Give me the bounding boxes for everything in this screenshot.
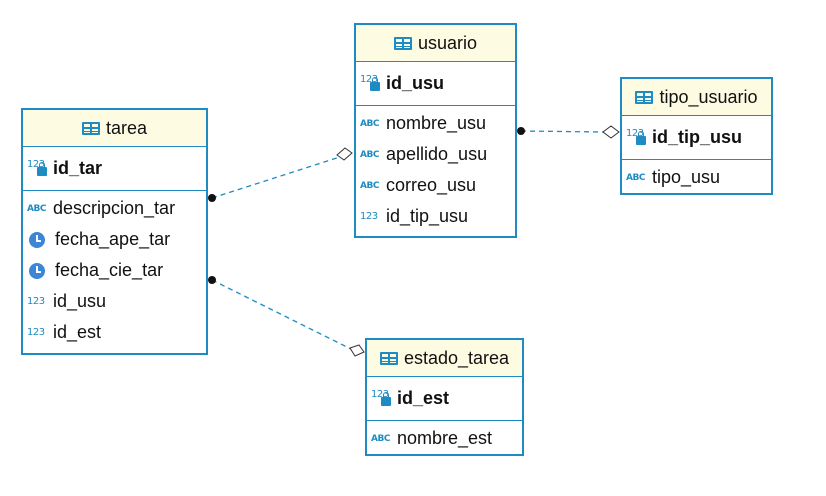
- column-name: apellido_usu: [386, 144, 488, 164]
- column-row[interactable]: 123 id_tip_usu: [360, 201, 515, 232]
- column-name: fecha_cie_tar: [55, 260, 164, 280]
- column-name: id_usu: [386, 73, 445, 93]
- text-type-icon: ABC: [360, 118, 379, 129]
- relation-tarea-usuario[interactable]: [208, 147, 353, 202]
- text-type-icon: ABC: [360, 180, 379, 191]
- number-type-icon: 123: [360, 211, 378, 222]
- column-row[interactable]: 123 id_usu: [360, 68, 515, 99]
- column-row[interactable]: 123 id_tar: [27, 153, 206, 184]
- entity-usuario[interactable]: usuario 123 id_usu ABC nombre_usu ABC ap…: [354, 23, 517, 238]
- key-number-icon: 123: [371, 389, 393, 409]
- text-type-icon: ABC: [27, 203, 46, 214]
- attribute-section: ABC tipo_usu: [622, 160, 771, 197]
- entity-header: tipo_usuario: [622, 79, 771, 116]
- column-name: id_est: [53, 322, 102, 342]
- column-name: id_usu: [53, 291, 107, 311]
- pk-endpoint-diamond: [336, 147, 353, 161]
- clock-icon: [29, 262, 45, 279]
- attribute-section: ABC nombre_usu ABC apellido_usu ABC corr…: [356, 106, 515, 236]
- entity-header: usuario: [356, 25, 515, 62]
- entity-title: usuario: [417, 32, 478, 53]
- column-row[interactable]: ABC correo_usu: [360, 170, 515, 201]
- text-type-icon: ABC: [626, 172, 645, 183]
- entity-tipo_usuario[interactable]: tipo_usuario 123 id_tip_usu ABC tipo_usu: [620, 77, 773, 195]
- column-row[interactable]: fecha_cie_tar: [27, 255, 206, 286]
- entity-estado_tarea[interactable]: estado_tarea 123 id_est ABC nombre_est: [365, 338, 524, 456]
- table-icon: [393, 36, 412, 50]
- column-name: correo_usu: [386, 175, 477, 195]
- entity-header: estado_tarea: [367, 340, 522, 377]
- text-type-icon: ABC: [360, 149, 379, 160]
- key-number-icon: 123: [360, 74, 382, 94]
- fk-endpoint-dot: [208, 276, 216, 284]
- column-row[interactable]: ABC nombre_usu: [360, 108, 515, 139]
- column-row[interactable]: fecha_ape_tar: [27, 224, 206, 255]
- entity-tarea[interactable]: tarea 123 id_tar ABC descripcion_tar fec…: [21, 108, 208, 355]
- column-name: nombre_est: [397, 428, 493, 448]
- entity-title: tipo_usuario: [659, 86, 758, 107]
- column-row[interactable]: ABC descripcion_tar: [27, 193, 206, 224]
- primary-key-section: 123 id_tip_usu: [622, 116, 771, 160]
- column-name: nombre_usu: [386, 113, 487, 133]
- attribute-section: ABC descripcion_tar fecha_ape_tar fecha_…: [23, 191, 206, 352]
- column-row[interactable]: 123 id_usu: [27, 286, 206, 317]
- table-icon: [379, 351, 398, 365]
- attribute-section: ABC nombre_est: [367, 421, 522, 458]
- column-row[interactable]: ABC tipo_usu: [626, 162, 771, 193]
- primary-key-section: 123 id_est: [367, 377, 522, 421]
- key-number-icon: 123: [626, 128, 648, 148]
- column-name: fecha_ape_tar: [55, 229, 171, 249]
- pk-endpoint-diamond: [602, 125, 620, 139]
- column-name: tipo_usu: [652, 167, 721, 187]
- fk-endpoint-dot: [208, 194, 216, 202]
- column-name: id_tip_usu: [386, 206, 469, 226]
- entity-title: estado_tarea: [403, 347, 510, 368]
- column-row[interactable]: ABC nombre_est: [371, 423, 522, 454]
- relation-usuario-tipo_usuario[interactable]: [517, 125, 620, 139]
- entity-title: tarea: [105, 117, 148, 138]
- relation-tarea-estado_tarea[interactable]: [208, 276, 365, 357]
- column-row[interactable]: 123 id_est: [27, 317, 206, 348]
- number-type-icon: 123: [27, 296, 45, 307]
- table-icon: [81, 121, 100, 135]
- key-number-icon: 123: [27, 159, 49, 179]
- column-row[interactable]: 123 id_est: [371, 383, 522, 414]
- column-name: id_tar: [53, 158, 103, 178]
- fk-endpoint-dot: [517, 127, 525, 135]
- column-name: id_est: [397, 388, 450, 408]
- primary-key-section: 123 id_tar: [23, 147, 206, 191]
- pk-endpoint-diamond: [349, 344, 365, 357]
- entity-header: tarea: [23, 110, 206, 147]
- number-type-icon: 123: [27, 327, 45, 338]
- column-name: id_tip_usu: [652, 127, 743, 147]
- table-icon: [635, 90, 654, 104]
- column-name: descripcion_tar: [53, 198, 176, 218]
- column-row[interactable]: 123 id_tip_usu: [626, 122, 771, 153]
- text-type-icon: ABC: [371, 433, 390, 444]
- column-row[interactable]: ABC apellido_usu: [360, 139, 515, 170]
- primary-key-section: 123 id_usu: [356, 62, 515, 106]
- clock-icon: [29, 231, 45, 248]
